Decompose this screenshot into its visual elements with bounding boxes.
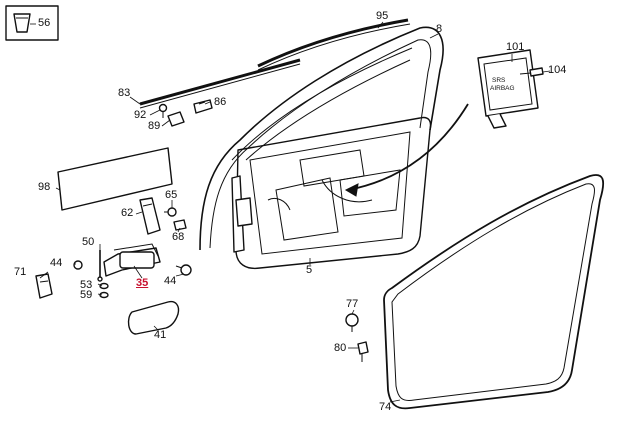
callout-95[interactable]: 95	[376, 10, 389, 22]
callout-71[interactable]: 71	[14, 266, 27, 278]
callout-59[interactable]: 59	[80, 289, 93, 301]
part-71-bracket	[35, 273, 53, 299]
part-41-cap	[127, 300, 180, 335]
airbag-label-airbag: AIRBAG	[490, 85, 515, 92]
part-83-strip	[139, 58, 301, 109]
airbag-label-srs: SRS	[492, 77, 506, 84]
part-65-bolt	[164, 207, 177, 217]
part-104-bolt	[519, 67, 544, 77]
callout-74[interactable]: 74	[379, 401, 392, 413]
airbag-arrow	[344, 103, 469, 197]
part-92-clip	[158, 103, 168, 118]
callout-92[interactable]: 92	[134, 109, 147, 121]
part-8-door-frame	[199, 26, 444, 251]
callout-98[interactable]: 98	[38, 181, 51, 193]
part-89-clip	[167, 111, 185, 127]
part-68-nut	[173, 219, 187, 231]
callout-86[interactable]: 86	[214, 96, 227, 108]
callout-101[interactable]: 101	[506, 41, 525, 53]
part-80-clip	[357, 341, 369, 362]
callout-80[interactable]: 80	[334, 342, 347, 354]
part-44a-bolt	[73, 260, 83, 270]
callout-62[interactable]: 62	[121, 207, 134, 219]
callout-89[interactable]: 89	[148, 120, 161, 132]
part-95-strip	[257, 18, 411, 71]
part-98-panel	[57, 147, 173, 211]
callout-53[interactable]: 53	[80, 279, 93, 291]
callout-77[interactable]: 77	[346, 298, 359, 310]
callout-44b[interactable]: 44	[164, 275, 177, 287]
part-44b-bolt	[175, 264, 192, 276]
callout-35[interactable]: 35	[136, 277, 149, 289]
part-50-pin	[97, 250, 103, 282]
part-56-clip	[5, 5, 59, 41]
callout-104[interactable]: 104	[548, 64, 567, 76]
part-53-washer	[99, 282, 109, 290]
callout-44a[interactable]: 44	[50, 257, 63, 269]
callout-68[interactable]: 68	[172, 231, 185, 243]
callout-83[interactable]: 83	[118, 87, 131, 99]
part-62-hinge	[139, 197, 161, 235]
part-35-door-check	[103, 243, 161, 277]
leader-lines	[30, 21, 551, 403]
callout-65[interactable]: 65	[165, 189, 178, 201]
callout-41[interactable]: 41	[154, 329, 167, 341]
part-59-washer	[99, 291, 109, 299]
callout-5[interactable]: 5	[306, 264, 313, 276]
callout-8[interactable]: 8	[436, 23, 443, 35]
callout-56[interactable]: 56	[38, 17, 51, 29]
callout-50[interactable]: 50	[82, 236, 95, 248]
part-74-seal	[383, 174, 605, 410]
part-77-clip	[345, 313, 359, 332]
part-101-airbag: SRS AIRBAG	[477, 49, 539, 129]
part-5-door-shell	[231, 116, 432, 270]
